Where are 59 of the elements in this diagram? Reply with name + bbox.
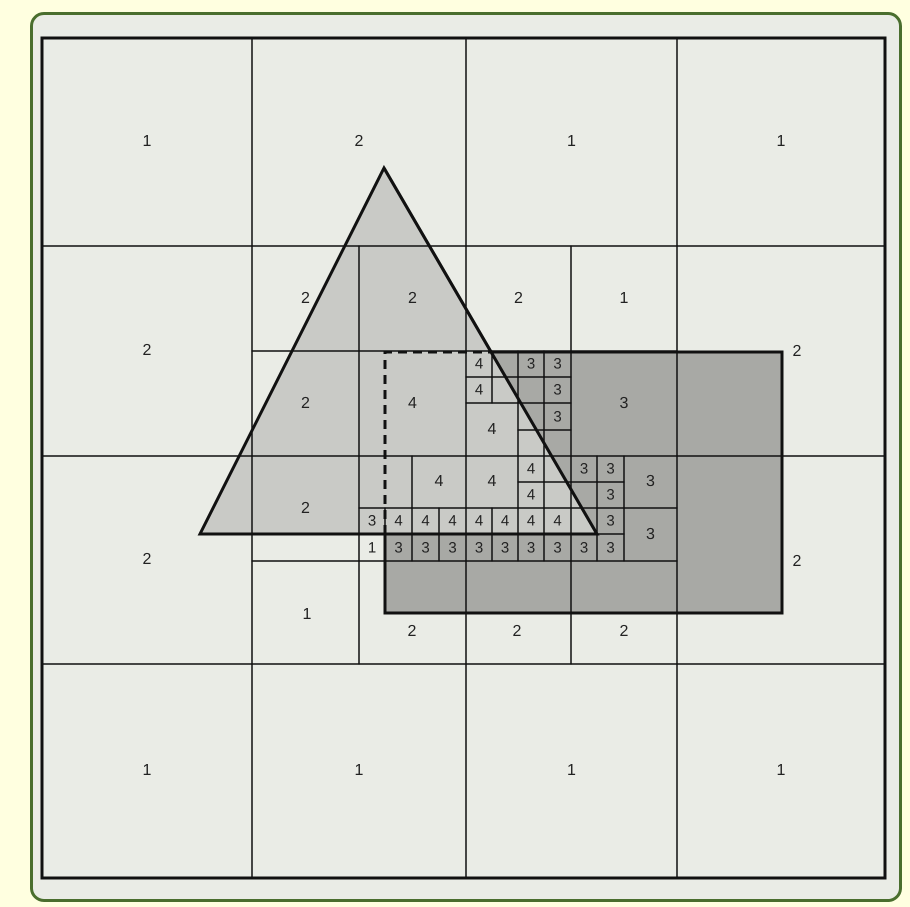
cell-number: 3 bbox=[580, 462, 588, 476]
cell-number: 2 bbox=[142, 552, 152, 568]
cell-number: 1 bbox=[567, 134, 576, 150]
cell-number: 2 bbox=[354, 134, 364, 150]
cell-number: 3 bbox=[474, 540, 484, 555]
cell-number: 3 bbox=[606, 514, 615, 528]
cell-number: 3 bbox=[526, 356, 536, 372]
cell-number: 2 bbox=[408, 624, 416, 640]
cell-number: 4 bbox=[553, 514, 562, 528]
cell-number: 1 bbox=[354, 763, 364, 779]
cell-number: 4 bbox=[488, 474, 496, 490]
cell-number: 3 bbox=[553, 409, 562, 424]
cell-number: 2 bbox=[514, 290, 523, 306]
cell-number: 4 bbox=[408, 396, 417, 412]
cell-number: 4 bbox=[448, 514, 457, 528]
cell-number: 3 bbox=[526, 540, 536, 555]
cell-number: 3 bbox=[646, 526, 655, 542]
cell-number: 4 bbox=[421, 514, 430, 528]
cell-number: 3 bbox=[553, 540, 562, 555]
cell-number: 3 bbox=[606, 462, 615, 476]
cell-number: 3 bbox=[553, 356, 562, 372]
cell-number: 2 bbox=[792, 554, 802, 570]
cell-number: 3 bbox=[646, 474, 655, 490]
cell-number: 4 bbox=[526, 514, 536, 528]
cell-number: 4 bbox=[526, 462, 536, 476]
cell-number: 2 bbox=[408, 290, 417, 306]
cell-number: 1 bbox=[776, 134, 786, 150]
cell-number: 3 bbox=[368, 514, 376, 528]
cell-number: 2 bbox=[301, 290, 310, 306]
cell-number: 3 bbox=[620, 396, 628, 412]
cell-number: 4 bbox=[526, 488, 536, 502]
cell-number: 2 bbox=[620, 624, 628, 640]
cell-number: 3 bbox=[421, 540, 430, 555]
cell-number: 1 bbox=[142, 134, 152, 150]
cell-number: 3 bbox=[580, 540, 588, 555]
cell-number: 1 bbox=[142, 763, 152, 779]
cell-number: 3 bbox=[500, 540, 510, 555]
cell-number: 1 bbox=[302, 607, 312, 623]
cell-number: 4 bbox=[474, 514, 484, 528]
cell-number: 3 bbox=[448, 540, 457, 555]
cell-number: 2 bbox=[301, 396, 310, 412]
cell-number: 4 bbox=[474, 356, 484, 372]
cell-number: 4 bbox=[394, 514, 403, 528]
cell-number: 1 bbox=[567, 763, 576, 779]
cell-number: 3 bbox=[606, 488, 615, 502]
cell-number: 2 bbox=[792, 344, 802, 360]
cell-number: 3 bbox=[394, 540, 403, 555]
cell-number: 1 bbox=[368, 540, 376, 555]
cell-number: 1 bbox=[620, 290, 628, 306]
cell-number: 2 bbox=[142, 343, 152, 359]
cell-number: 1 bbox=[776, 763, 786, 779]
cell-number: 3 bbox=[553, 382, 562, 398]
cell-number: 2 bbox=[301, 500, 310, 516]
cell-number: 4 bbox=[434, 474, 444, 490]
cell-number: 4 bbox=[488, 422, 496, 438]
cell-number: 3 bbox=[606, 540, 615, 555]
cell-number: 4 bbox=[474, 382, 484, 398]
cell-number: 4 bbox=[500, 514, 510, 528]
cell-number: 2 bbox=[512, 624, 522, 640]
